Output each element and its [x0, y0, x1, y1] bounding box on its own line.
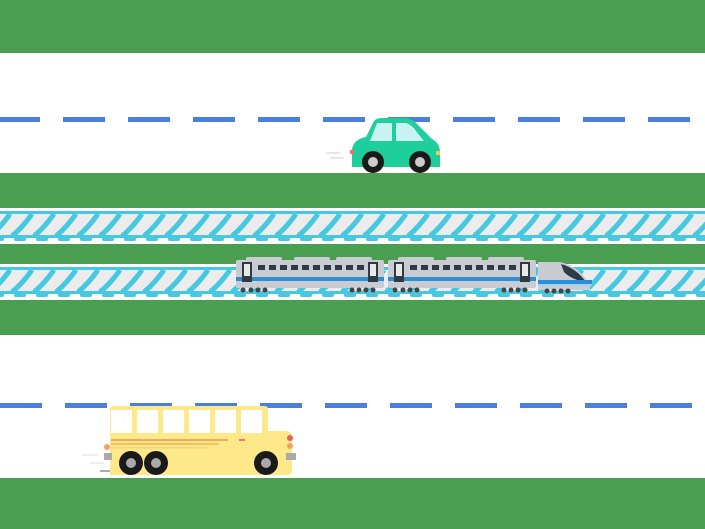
rail-tie	[120, 268, 145, 294]
rail-tie	[98, 268, 123, 294]
lane-dash	[130, 403, 172, 408]
rail-tie	[208, 212, 233, 238]
rail-tie	[208, 268, 233, 294]
rail-tie	[296, 212, 321, 238]
rail-tie	[142, 212, 167, 238]
lane-dash	[65, 403, 107, 408]
lane-dash	[128, 117, 170, 122]
lane-dash	[325, 403, 367, 408]
rail-tie	[76, 212, 101, 238]
rail-track-top	[0, 208, 705, 244]
rail-tie	[406, 212, 431, 238]
lane-dashes-bottom	[0, 403, 692, 408]
lane-dash	[323, 117, 365, 122]
lane-dash	[63, 117, 105, 122]
lane-dash	[258, 117, 300, 122]
rail-tie	[582, 268, 607, 294]
car-icon	[326, 118, 440, 173]
rail-tie	[428, 212, 453, 238]
rail-tie	[516, 212, 541, 238]
rail-tie	[186, 268, 211, 294]
rail-tie	[626, 212, 651, 238]
rail-tie	[560, 212, 585, 238]
rail-tie	[274, 212, 299, 238]
lane-dashes-top	[0, 117, 690, 122]
rail-tie	[252, 212, 277, 238]
rail-tie	[230, 212, 255, 238]
rail-tie	[10, 212, 35, 238]
rail-tie	[604, 212, 629, 238]
lane-dash	[193, 117, 235, 122]
rail-tie	[626, 268, 651, 294]
rail-tie	[648, 212, 673, 238]
school-bus-icon	[82, 406, 296, 475]
lane-dash	[195, 403, 237, 408]
lane-dash	[260, 403, 302, 408]
rail-tie	[120, 212, 145, 238]
rail-tie	[648, 268, 673, 294]
rail-tie	[692, 221, 705, 238]
lane-dash	[0, 117, 40, 122]
rail-tie	[142, 268, 167, 294]
rail-tie	[340, 212, 365, 238]
rail-tie	[384, 212, 409, 238]
lane-dash	[583, 117, 625, 122]
rail-tie	[54, 268, 79, 294]
lane-dash	[585, 403, 627, 408]
lane-dash	[453, 117, 495, 122]
lane-dash	[390, 403, 432, 408]
rail-tie	[186, 212, 211, 238]
lane-dash	[0, 403, 42, 408]
lane-dash	[520, 403, 562, 408]
lane-dash	[455, 403, 497, 408]
rail-tie	[32, 268, 57, 294]
rail-tie	[494, 212, 519, 238]
rail-tie	[164, 268, 189, 294]
rail-tie	[54, 212, 79, 238]
rail-tie	[604, 268, 629, 294]
bullet-train-icon	[236, 257, 592, 294]
rail-tie	[582, 212, 607, 238]
rail-tie	[318, 212, 343, 238]
rail-tie	[32, 212, 57, 238]
lane-dash	[650, 403, 692, 408]
rail-tie	[98, 212, 123, 238]
rail-tie	[0, 268, 13, 287]
rail-tie	[10, 268, 35, 294]
rail-tie	[164, 212, 189, 238]
rail-tie	[76, 268, 101, 294]
lane-dash	[648, 117, 690, 122]
rail-tie	[670, 268, 695, 294]
rail-tie	[538, 212, 563, 238]
lane-dash	[518, 117, 560, 122]
rail-tie	[472, 212, 497, 238]
rail-tie	[362, 212, 387, 238]
rail-tie	[670, 212, 695, 238]
rail-tie	[0, 212, 13, 231]
rail-tie	[692, 277, 705, 294]
rail-tie	[450, 212, 475, 238]
